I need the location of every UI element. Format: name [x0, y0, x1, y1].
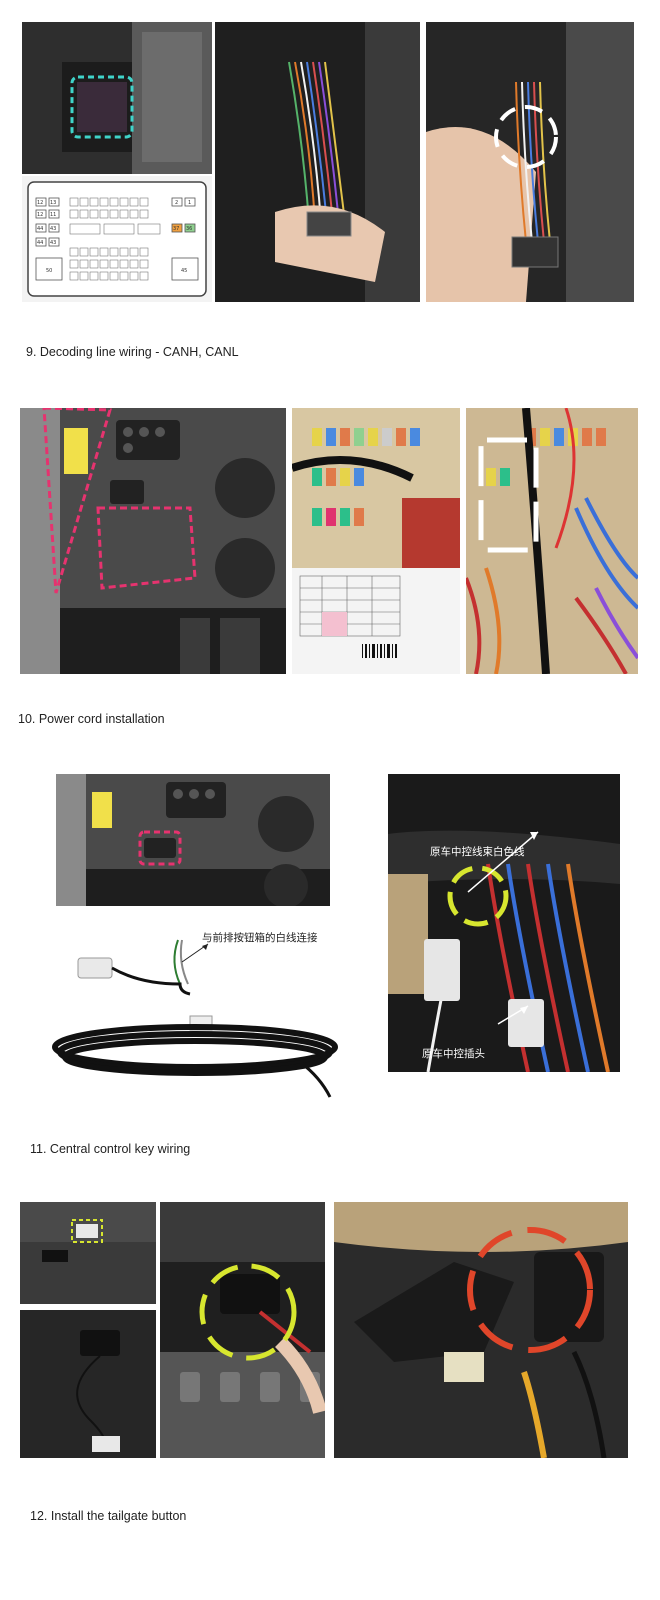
wiring-harness-photo-1 — [215, 22, 420, 302]
fuse-label: 44 — [37, 226, 43, 232]
trunk-panel-graphic — [20, 1202, 156, 1304]
tailgate-button-graphic — [20, 1310, 156, 1458]
trunk-panel-photo — [20, 1202, 156, 1304]
fuse-diagram-graphic: 12 13 12 11 44 43 44 43 50 2 1 37 36 45 — [27, 181, 207, 297]
fuse-location-photo — [22, 22, 212, 174]
section-9-caption: 9. Decoding line wiring - CANH, CANL — [26, 345, 239, 359]
fuse-label: 43 — [50, 226, 56, 232]
fuse-label: 11 — [50, 212, 56, 218]
section-12-caption: 12. Install the tailgate button — [30, 1509, 187, 1523]
central-control-graphic — [388, 774, 620, 1072]
dashboard-button-graphic — [56, 774, 330, 906]
fuse-label: 13 — [50, 200, 56, 206]
fuse-label: 12 — [37, 200, 43, 206]
central-control-harness-photo: 原车中控线束白色线 原车中控插头 — [388, 774, 620, 1072]
tailgate-install-graphic — [160, 1202, 325, 1458]
section-11-caption: 11. Central control key wiring — [30, 1142, 191, 1156]
fuse-box-graphic — [292, 408, 460, 674]
tailgate-install-photo — [160, 1202, 325, 1458]
tailgate-closeup-photo — [334, 1202, 628, 1458]
harness-graphic — [215, 22, 420, 302]
tailgate-button-photo — [20, 1310, 156, 1458]
fuse-label: 43 — [50, 240, 56, 246]
fuse-label: 37 — [173, 226, 179, 232]
harness-highlight-graphic — [426, 22, 634, 302]
dashboard-panel-photo — [20, 408, 286, 674]
fuse-label: 36 — [186, 226, 192, 232]
fuse-wiring-photo — [466, 408, 638, 674]
dashboard-button-photo — [56, 774, 330, 906]
fuse-location-graphic — [22, 22, 212, 174]
fuse-box-photo — [292, 408, 460, 674]
harness-product-graphic — [52, 939, 338, 1098]
dashboard-graphic — [20, 408, 286, 674]
original-plug-note: 原车中控插头 — [422, 1048, 485, 1060]
fuse-label: 45 — [181, 268, 187, 274]
wiring-harness-photo-2 — [426, 22, 634, 302]
fuse-label: 1 — [188, 200, 191, 206]
wiring-harness-product-photo: 与前排按钮箱的白线连接 — [30, 922, 360, 1102]
fuse-diagram: 12 13 12 11 44 43 44 43 50 2 1 37 36 45 — [22, 176, 212, 302]
tailgate-closeup-graphic — [334, 1202, 628, 1458]
fuse-label: 44 — [37, 240, 43, 246]
original-bundle-note: 原车中控线束白色线 — [430, 846, 525, 858]
fuse-label: 50 — [46, 268, 52, 274]
section-10-caption: 10. Power cord installation — [18, 712, 165, 726]
fuse-label: 12 — [37, 212, 43, 218]
wire-connect-note: 与前排按钮箱的白线连接 — [202, 932, 318, 944]
fuse-label: 2 — [175, 200, 178, 206]
fuse-wiring-graphic — [466, 408, 638, 674]
